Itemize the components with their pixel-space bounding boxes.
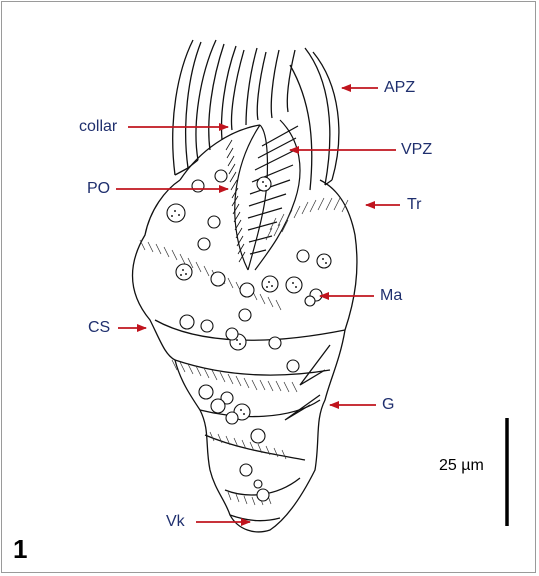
nodule-stippling — [171, 181, 327, 415]
cell-body-outline — [131, 124, 358, 533]
label-cs: CS — [88, 319, 111, 336]
label-vpz: VPZ — [401, 141, 433, 158]
label-g: G — [382, 396, 395, 413]
figure-number: 1 — [13, 534, 28, 564]
label-tr: Tr — [407, 196, 422, 213]
label-vk: Vk — [166, 513, 185, 530]
scale-bar-label: 25 µm — [439, 457, 484, 474]
macronucleus-nodules — [166, 169, 332, 502]
buccal-cavity — [234, 119, 301, 271]
pointer-arrows — [116, 84, 400, 526]
adoral-membranelles — [172, 39, 340, 191]
label-po: PO — [87, 180, 111, 197]
label-collar: collar — [79, 118, 118, 135]
ciliary-girdles — [139, 197, 349, 506]
label-apz: APZ — [384, 79, 416, 96]
label-ma: Ma — [380, 287, 403, 304]
paroral-membrane — [225, 139, 246, 263]
